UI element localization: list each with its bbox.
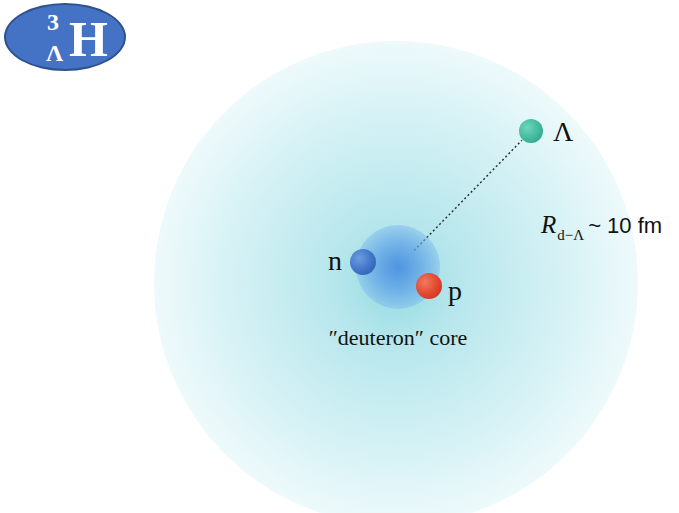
lambda-label: Λ bbox=[553, 118, 573, 146]
radius-subscript: d−Λ bbox=[557, 227, 584, 243]
neutron-label: n bbox=[328, 247, 342, 275]
lambda-hyperon: Λ bbox=[519, 119, 543, 143]
hypernucleus-badge: 3ΛH bbox=[4, 3, 126, 71]
dotted-line bbox=[414, 140, 522, 250]
neutron: n bbox=[350, 249, 376, 275]
core-label: ″deuteron″ core bbox=[329, 327, 468, 349]
element-symbol: H bbox=[69, 14, 108, 64]
deuteron-core: ″deuteron″ corenp bbox=[356, 225, 440, 309]
lambda-subscript: Λ bbox=[46, 41, 63, 65]
proton: p bbox=[416, 273, 442, 299]
distance-label: Rd−Λ~ 10 fm bbox=[541, 212, 662, 237]
proton-label: p bbox=[448, 277, 462, 305]
radius-symbol: R bbox=[541, 211, 556, 238]
radius-value: ~ 10 fm bbox=[588, 213, 662, 238]
lambda-halo bbox=[154, 41, 638, 513]
mass-number: 3 bbox=[47, 10, 59, 34]
distance-line bbox=[414, 140, 522, 250]
